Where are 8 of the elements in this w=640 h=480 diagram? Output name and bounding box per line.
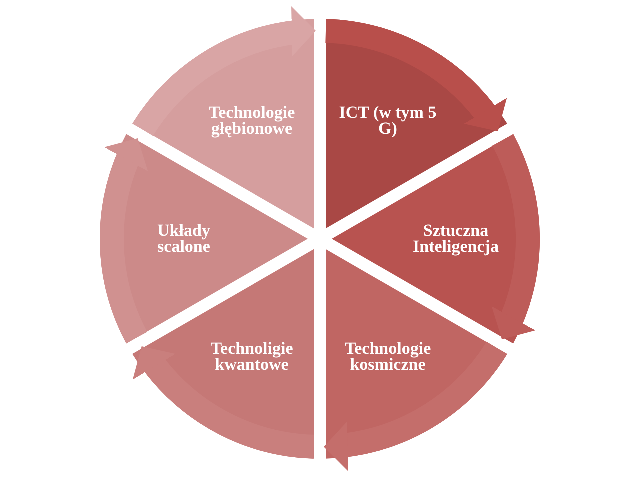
segment-label: Układy scalone — [157, 223, 211, 255]
circular-arrow — [133, 8, 317, 137]
segment-label: Sztuczna Inteligencja — [412, 223, 500, 255]
segment-label: Technoligie kwantowe — [210, 340, 294, 373]
segment-label: Technologie głębionowe — [208, 105, 296, 138]
segment-label: ICT (w tym 5 G) — [338, 105, 438, 138]
segment-label: Technologie kosmiczne — [344, 340, 432, 373]
circular-arrow — [323, 341, 507, 470]
